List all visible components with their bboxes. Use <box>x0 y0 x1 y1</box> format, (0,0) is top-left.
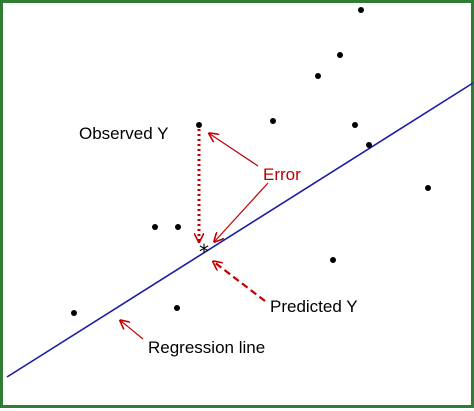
predicted-label: Predicted Y <box>270 297 358 316</box>
data-point <box>270 118 276 124</box>
data-point <box>152 224 158 230</box>
regression-arrow <box>121 321 144 340</box>
regression-label: Regression line <box>148 338 265 357</box>
predicted-arrow <box>214 262 266 302</box>
error-arrow-upper <box>210 134 259 167</box>
error-label: Error <box>263 165 301 184</box>
data-point <box>366 142 372 148</box>
star-icon: * <box>199 240 209 264</box>
data-point <box>196 122 202 128</box>
scatter-points <box>71 7 431 316</box>
data-point <box>425 185 431 191</box>
data-point <box>175 224 181 230</box>
regression-line <box>6 82 474 378</box>
data-point <box>358 7 364 13</box>
data-point <box>174 305 180 311</box>
data-point <box>315 73 321 79</box>
data-point <box>352 122 358 128</box>
data-point <box>71 310 77 316</box>
regression-diagram: * Observed Y Error Predicted Y Regressio… <box>6 7 474 378</box>
error-arrow-lower <box>215 182 269 241</box>
data-point <box>337 52 343 58</box>
data-point <box>330 257 336 263</box>
observed-label: Observed Y <box>79 124 168 143</box>
